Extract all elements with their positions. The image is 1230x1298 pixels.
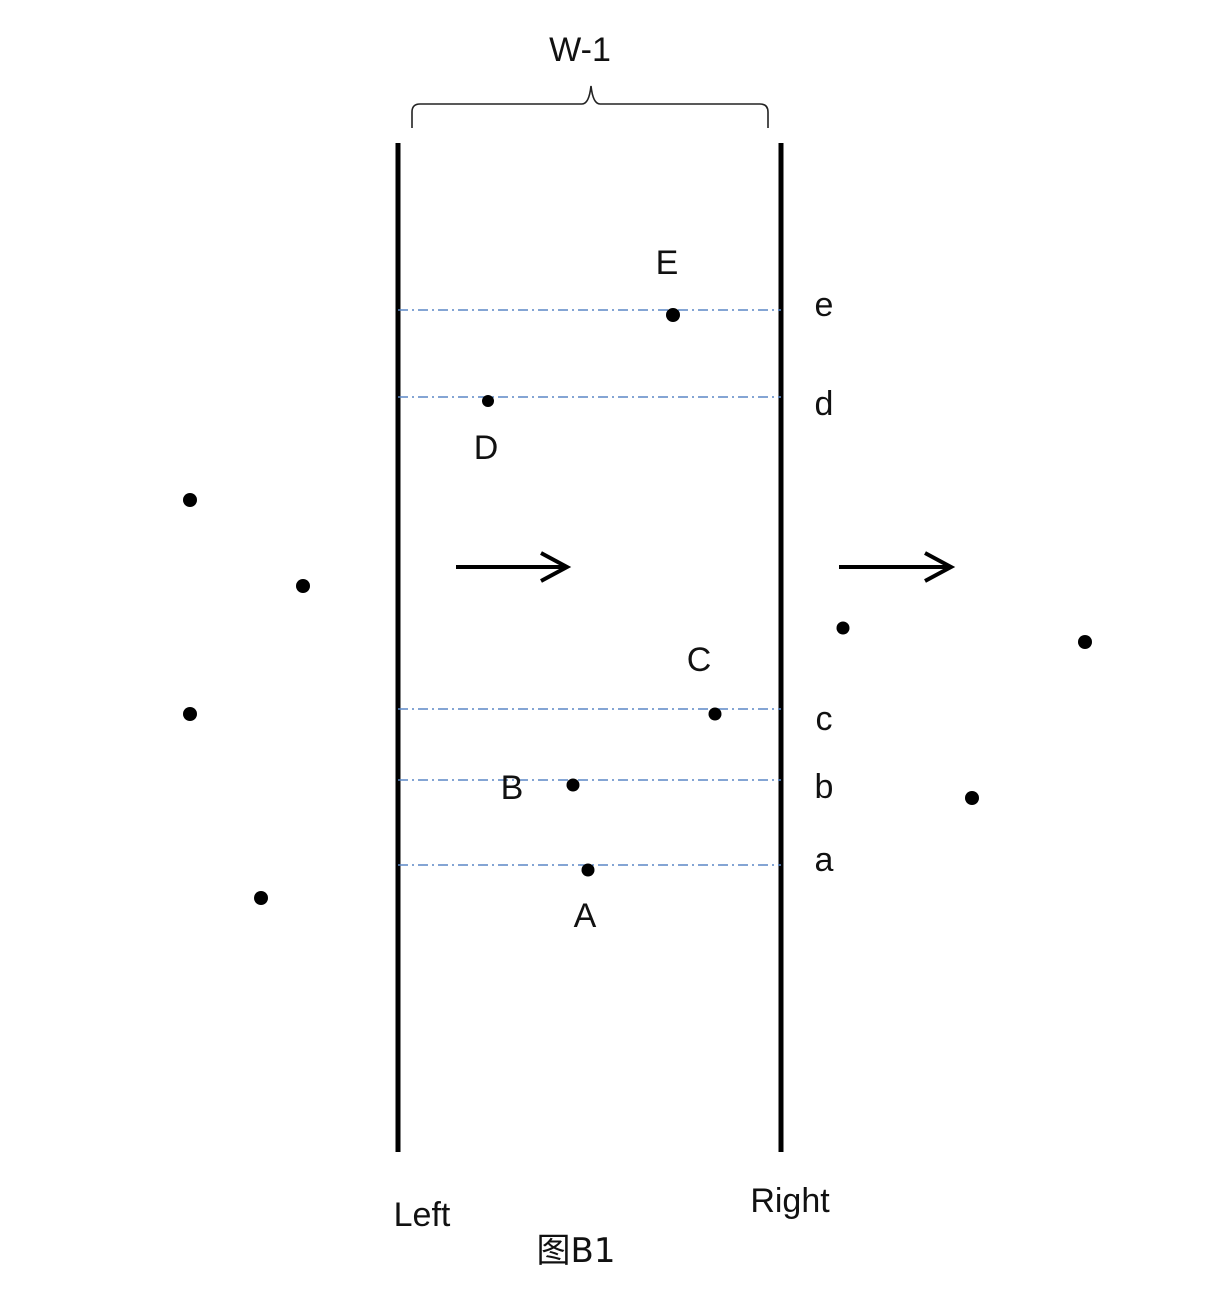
point-e: [666, 308, 680, 322]
point-label-d: D: [474, 429, 499, 467]
outside-right-point: [1078, 635, 1092, 649]
right-arrow-icon: [839, 551, 956, 583]
outside-right-point: [965, 791, 979, 805]
point-label-e: E: [656, 244, 679, 282]
figure-caption: 图B1: [537, 1231, 616, 1271]
level-label-a: a: [815, 841, 834, 879]
curly-brace-icon: [411, 85, 769, 128]
level-label-d: d: [815, 385, 834, 423]
outside-right-point: [836, 621, 850, 635]
outside-left-point: [183, 493, 197, 507]
outside-left-point: [183, 707, 197, 721]
outside-left-point: [296, 579, 310, 593]
point-b: [566, 778, 580, 792]
outside-left-point: [254, 891, 268, 905]
window-width-label: W-1: [549, 31, 611, 69]
level-label-b: b: [815, 768, 834, 806]
level-label-e: e: [815, 286, 834, 324]
point-a: [581, 863, 595, 877]
level-label-c: c: [816, 700, 833, 738]
point-label-b: B: [501, 769, 524, 807]
point-label-a: A: [574, 897, 597, 935]
point-c: [708, 707, 722, 721]
point-d: [482, 395, 494, 407]
left-boundary-label: Left: [394, 1196, 451, 1234]
point-label-c: C: [687, 641, 712, 679]
right-arrow-icon: [456, 551, 572, 583]
right-boundary-label: Right: [750, 1182, 830, 1220]
